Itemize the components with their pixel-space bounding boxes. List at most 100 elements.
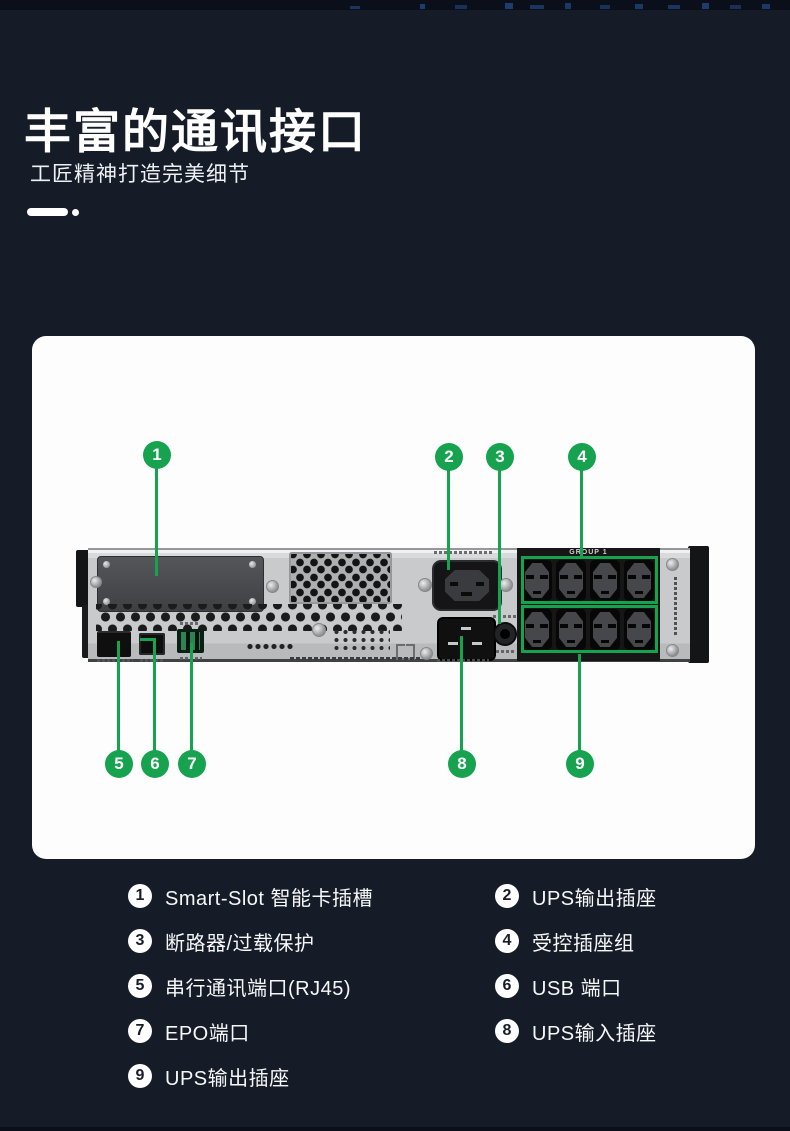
c20-pin [472,642,482,645]
port-label-print [180,622,200,625]
callout-line-6 [153,638,156,751]
c13-outlet [556,560,586,601]
panel-screw [420,647,433,660]
legend-item-1: 1 Smart-Slot 智能卡插槽 [128,884,495,910]
vent-honeycomb [289,552,392,604]
panel-screw [90,576,102,588]
banner-remnant-mark [635,4,643,9]
plate-screw [103,561,110,568]
rack-ear-left-bar [82,605,91,658]
legend-item-5: 5 串行通讯端口(RJ45) [128,974,495,1000]
vent-dot-band [96,604,402,631]
top-banner-remnant [0,0,790,10]
callout-line-6-jog [140,638,156,641]
banner-remnant-mark [505,3,513,9]
breaker-label-print [496,650,514,653]
outlet-group-label: GROUP 1 [569,549,608,556]
callout-line-9 [578,654,581,751]
panel-screw [312,623,326,637]
callout-badge-6: 6 [141,750,169,778]
panel-screw [666,558,679,571]
vent-small-grid [332,628,390,650]
callout-badge-8: 8 [448,750,476,778]
callout-line-7 [190,643,193,751]
c20-input-inlet [437,617,496,661]
banner-remnant-mark [565,3,571,9]
controlled-outlet-group-highlight [521,556,658,604]
legend-item-7: 7 EPO端口 [128,1019,495,1045]
page-subtitle: 工匠精神打造完美细节 [30,163,250,186]
legend-item-8: 8 UPS输入插座 [495,1019,728,1045]
callout-line-4 [580,470,583,558]
c20-pin [461,627,471,630]
legend-label: 断路器/过载保护 [165,932,315,955]
legend-label: 串行通讯端口(RJ45) [165,977,352,1000]
legend-number-badge: 5 [128,974,152,998]
banner-remnant-mark [762,4,770,9]
c13-outlet [590,609,620,650]
c20-pin [448,642,458,645]
c19-slot [450,582,458,586]
callout-badge-2: 2 [435,443,463,471]
banner-remnant-mark [600,5,610,9]
banner-remnant-mark [350,6,360,9]
usb-port [139,633,165,655]
c13-outlet [624,609,654,650]
legend-item-6: 6 USB 端口 [495,974,728,1000]
c19-output-outlet [432,560,502,611]
callout-line-3 [498,470,501,624]
c13-outlet [590,560,620,601]
title-underline-dash [27,208,68,216]
rack-ear-right [688,546,709,663]
legend-label: UPS输入插座 [532,1022,657,1045]
c13-outlet [624,560,654,601]
legend-number-badge: 1 [128,884,152,908]
banner-remnant-mark [702,3,709,9]
port-label-print [140,659,164,662]
callout-badge-4: 4 [568,443,596,471]
legend-number-badge: 7 [128,1019,152,1043]
callout-line-1 [155,468,158,576]
callout-line-8 [460,636,463,751]
legend-label: UPS输出插座 [532,887,657,910]
banner-remnant-mark [668,5,680,9]
legend-label: EPO端口 [165,1022,250,1045]
legend-number-badge: 4 [495,929,519,953]
inlet-rating-print [437,659,489,662]
panel-screw [666,644,679,657]
callout-badge-3: 3 [486,443,514,471]
panel-caption-print [290,657,420,660]
legend-label: UPS输出插座 [165,1067,290,1090]
rj45-serial-port [97,631,131,657]
plate-screw [249,598,256,605]
legend-number-badge: 8 [495,1019,519,1043]
title-underline-dot [72,209,79,216]
breaker-label-print [493,615,517,618]
port-label-print [97,659,133,662]
legend-number-badge: 9 [128,1064,152,1088]
legend-number-badge: 2 [495,884,519,908]
circuit-breaker [493,622,517,646]
banner-remnant-mark [530,5,544,9]
legend: 1 Smart-Slot 智能卡插槽 2 UPS输出插座 3 断路器/过载保护 … [128,884,728,1090]
legend-item-2: 2 UPS输出插座 [495,884,728,910]
callout-line-2 [447,470,450,570]
legend-item-4: 4 受控插座组 [495,929,728,955]
callout-badge-7: 7 [178,750,206,778]
panel-screw [418,578,432,592]
callout-badge-1: 1 [143,441,171,469]
banner-remnant-mark [730,5,741,9]
callout-line-5 [117,641,120,751]
rack-ear-left [76,550,90,607]
plate-screw [103,598,110,605]
vent-dot-row [246,642,294,651]
legend-label: 受控插座组 [532,932,635,955]
outlet-rating-print [434,551,492,554]
panel-screw [499,578,513,592]
legend-label: Smart-Slot 智能卡插槽 [165,887,374,910]
plate-screw [249,561,256,568]
output-outlet-group-highlight [521,605,658,653]
rating-label-print [674,577,677,635]
legend-number-badge: 3 [128,929,152,953]
